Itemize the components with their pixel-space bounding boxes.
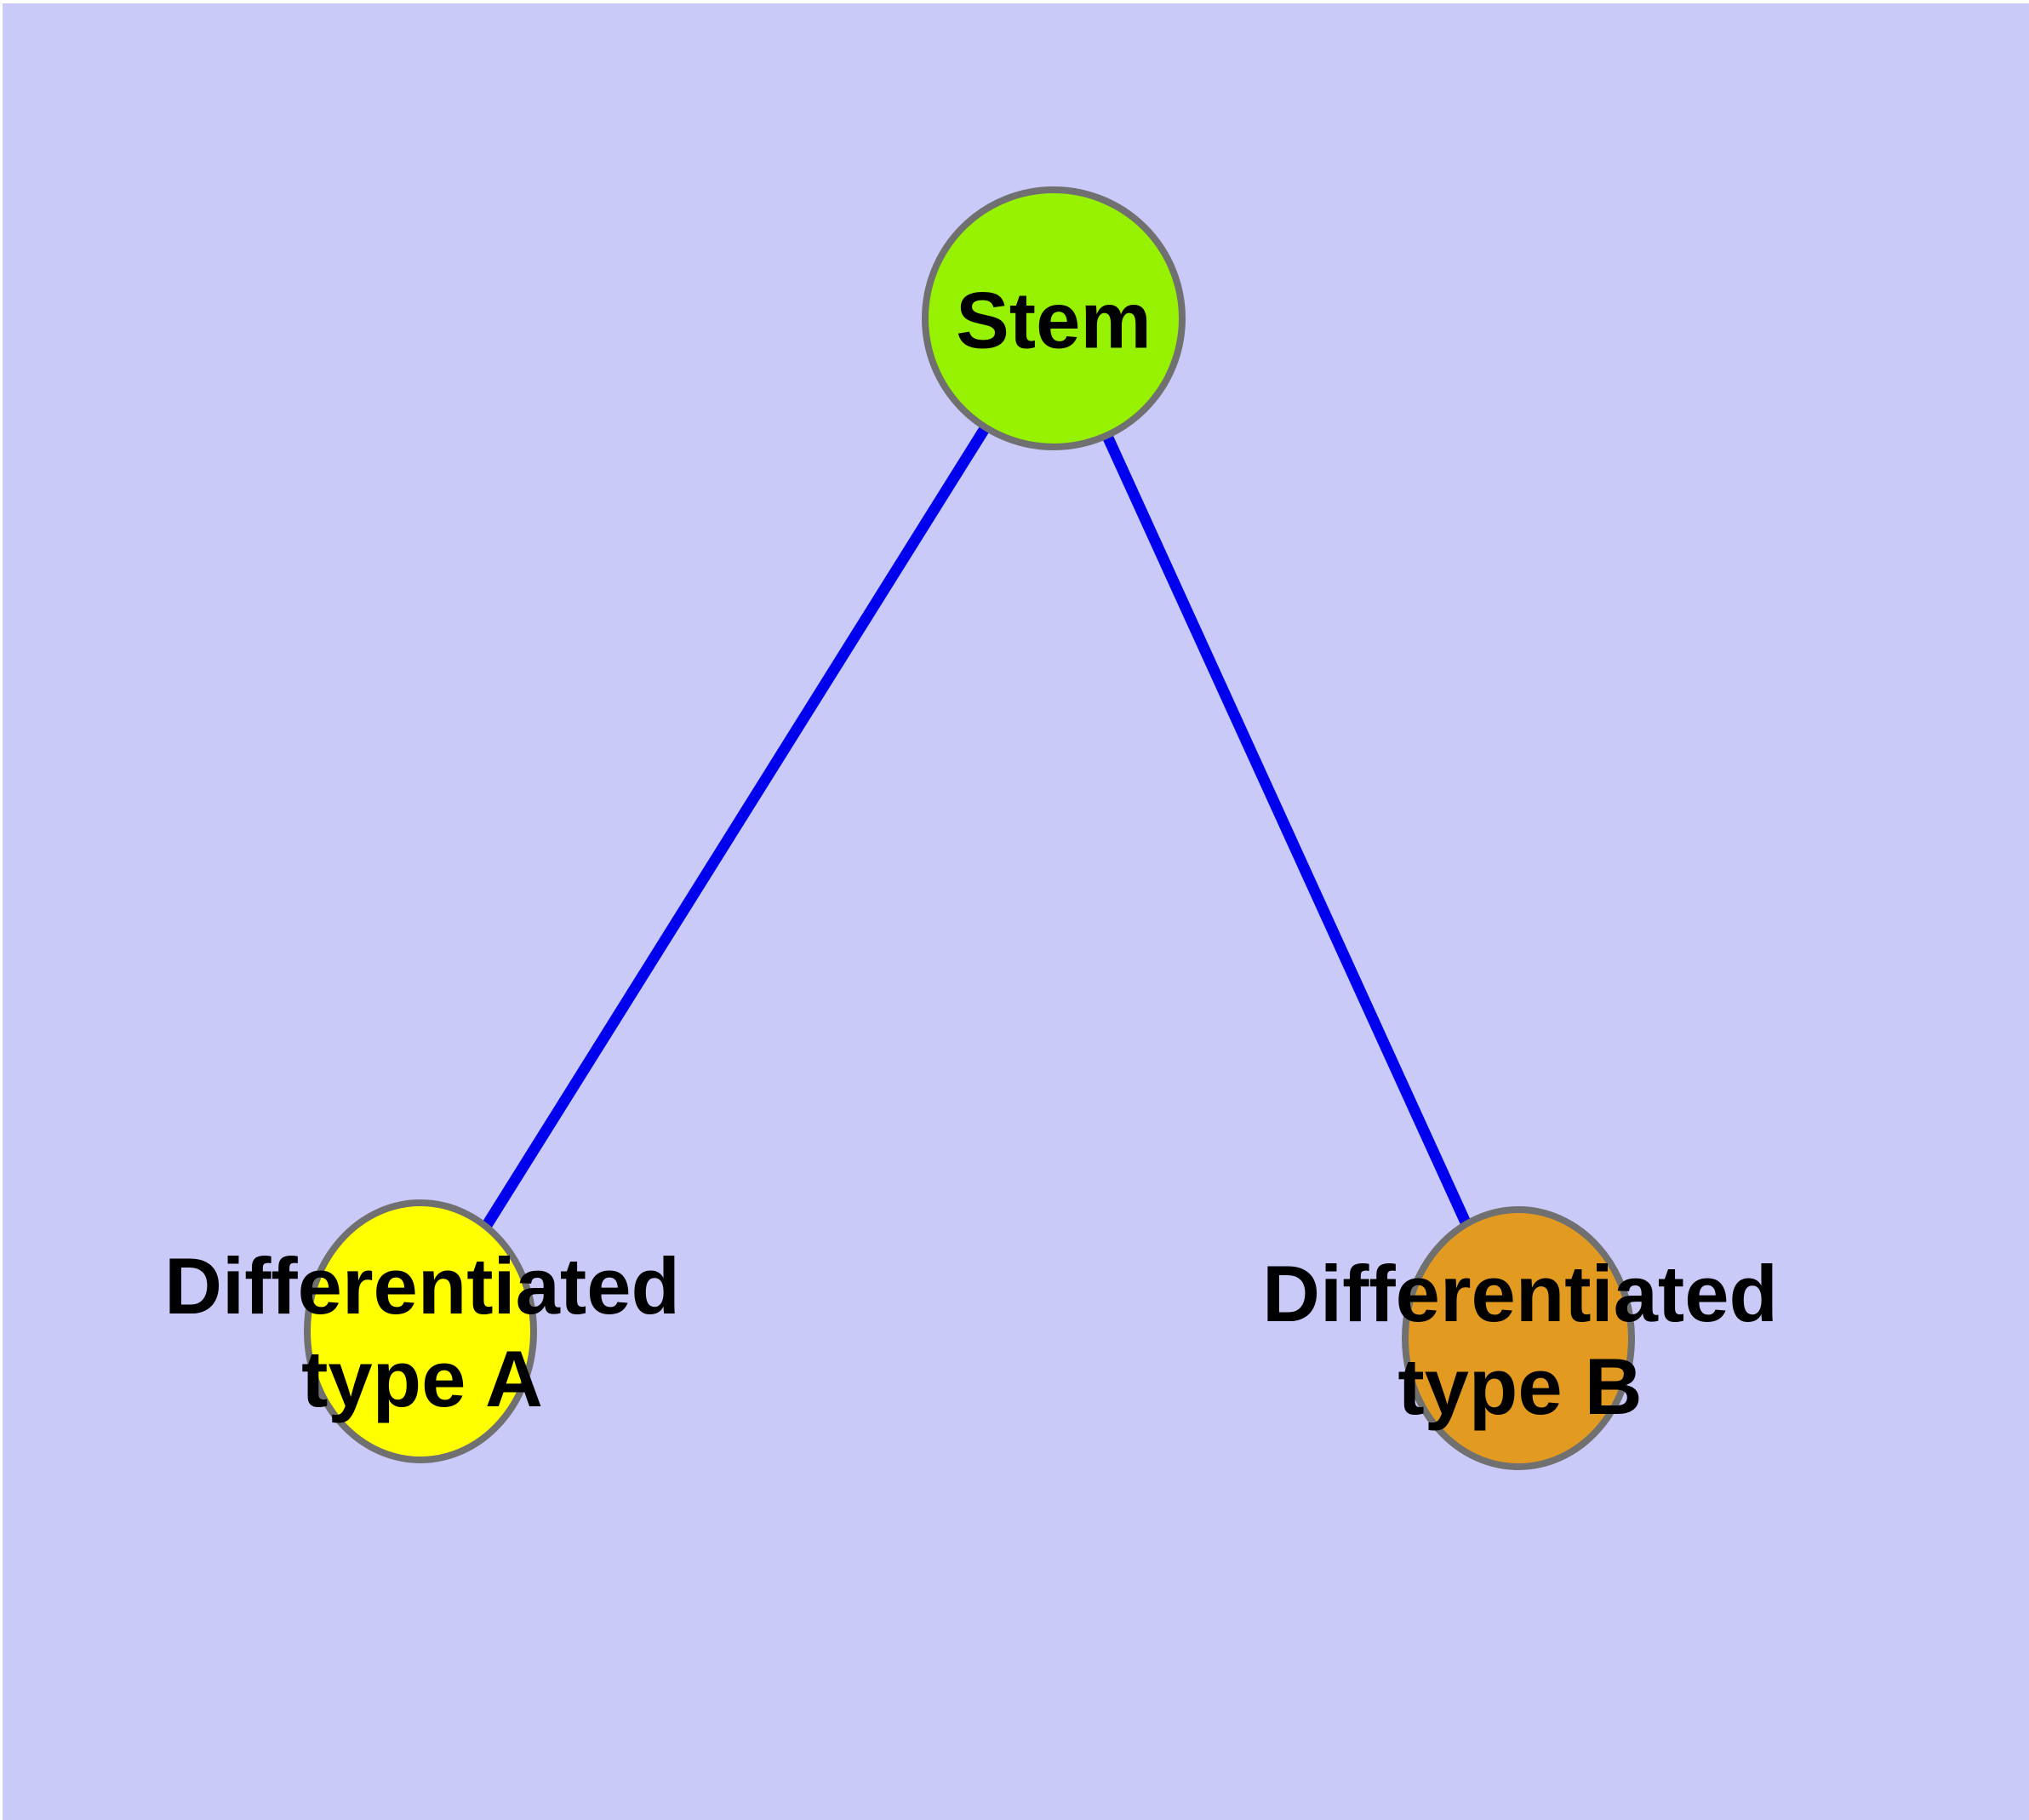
node-label-stem: Stem [956, 275, 1152, 365]
edge-stem-to-type-b [1049, 316, 1523, 1341]
node-label-differentiated-type-a: Differentiated type A [164, 1240, 680, 1423]
node-stem [922, 186, 1186, 450]
node-differentiated-type-a [304, 1199, 537, 1463]
node-label-differentiated-type-b: Differentiated type B [1262, 1248, 1778, 1431]
node-differentiated-type-b [1402, 1206, 1635, 1470]
edge-stem-to-type-a [415, 315, 1059, 1335]
